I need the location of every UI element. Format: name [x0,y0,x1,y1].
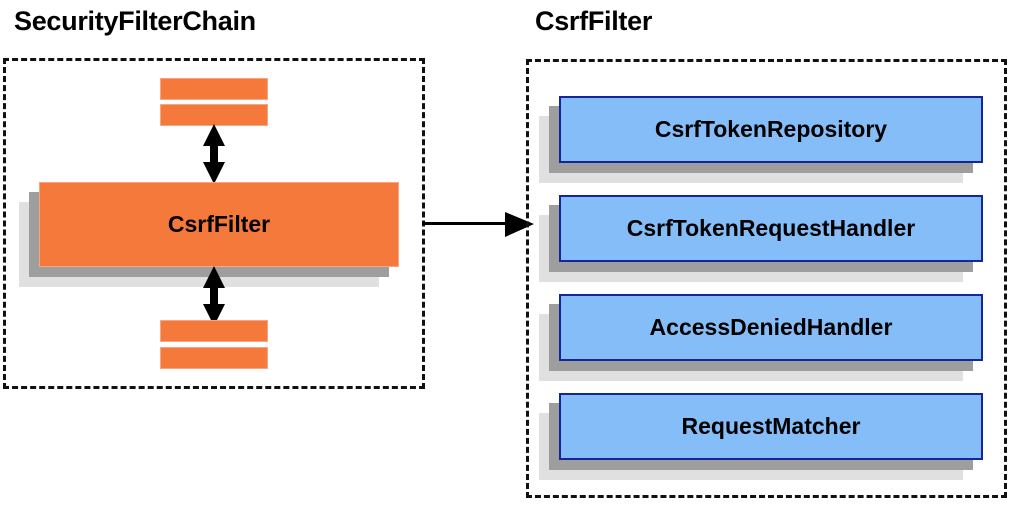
filter-bar-above-1 [160,78,268,100]
collaborator-label-2: AccessDeniedHandler [649,314,893,341]
right-panel-title: CsrfFilter [535,6,653,36]
connector-above-arrow [199,124,229,184]
filter-bar-below-1 [160,320,268,342]
collaborator-card-request-matcher[interactable]: RequestMatcher [559,393,983,460]
collaborator-card-stack-3: RequestMatcher [539,393,983,480]
collaborator-card-csrf-token-repository[interactable]: CsrfTokenRepository [559,96,983,163]
collaborator-card-access-denied-handler[interactable]: AccessDeniedHandler [559,294,983,361]
collaborator-card-csrf-token-request-handler[interactable]: CsrfTokenRequestHandler [559,195,983,262]
csrffilter-card[interactable]: CsrfFilter [39,182,399,267]
cross-panel-arrow [422,212,534,238]
collaborator-label-1: CsrfTokenRequestHandler [626,215,916,242]
csrffilter-card-stack: CsrfFilter [19,182,399,287]
collaborator-label-3: RequestMatcher [681,413,861,440]
csrffilter-card-label: CsrfFilter [167,211,271,238]
left-panel-title: SecurityFilterChain [14,6,256,36]
connector-below-arrow [199,266,229,326]
collaborator-card-stack-2: AccessDeniedHandler [539,294,983,381]
csrffilter-detail-container [526,59,1007,498]
collaborator-label-0: CsrfTokenRepository [654,116,888,143]
collaborator-card-stack-1: CsrfTokenRequestHandler [539,195,983,282]
collaborator-card-stack-0: CsrfTokenRepository [539,96,983,183]
filter-bar-below-2 [160,347,268,369]
filter-bar-above-2 [160,104,268,126]
